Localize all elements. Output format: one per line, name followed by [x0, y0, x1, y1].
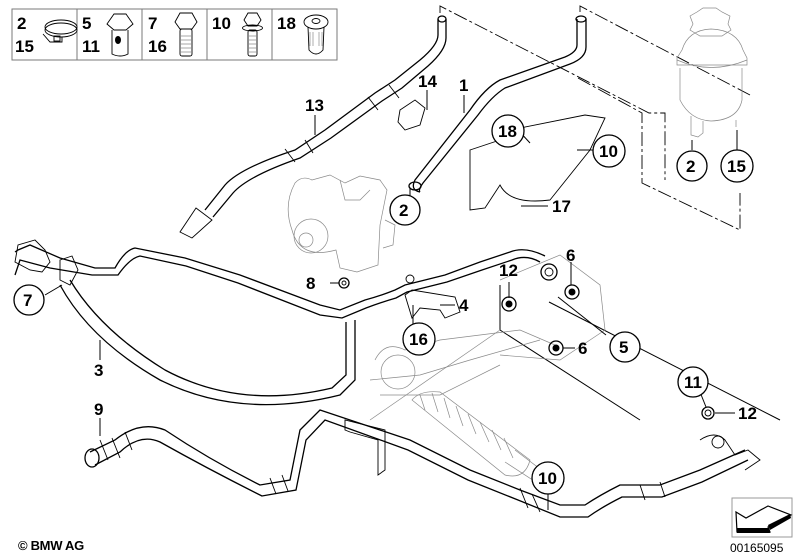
svg-text:4: 4: [459, 296, 469, 315]
hex-bolt-icon: [174, 12, 198, 57]
legend-label: 16: [148, 37, 167, 56]
callout-1[interactable]: 1: [459, 76, 468, 95]
callout-14[interactable]: 14: [418, 72, 437, 91]
hose-bracket: [344, 419, 386, 476]
power-steering-pump: [287, 174, 396, 273]
callout-9[interactable]: 9: [94, 400, 103, 419]
hose-1: [412, 19, 578, 193]
svg-text:7: 7: [23, 291, 32, 310]
svg-text:6: 6: [578, 339, 587, 358]
hose-13: [204, 19, 439, 211]
callout-5[interactable]: 5: [609, 331, 641, 363]
reference-lines: [369, 5, 781, 421]
arrow-direction-icon: [731, 497, 793, 538]
svg-text:5: 5: [619, 338, 628, 357]
svg-text:2: 2: [686, 157, 695, 176]
hose-clip-14: [397, 99, 426, 131]
callout-2-reservoir[interactable]: 2: [676, 150, 708, 182]
svg-text:14: 14: [418, 72, 437, 91]
svg-text:13: 13: [305, 96, 324, 115]
svg-text:8: 8: [306, 274, 315, 293]
flange-bolt-icon: [242, 12, 263, 57]
leader-lines: [44, 90, 738, 510]
callout-10-shield[interactable]: 10: [592, 134, 626, 168]
callout-7[interactable]: 7: [13, 284, 45, 316]
legend-label: 10: [212, 14, 231, 33]
callout-12-right[interactable]: 12: [738, 404, 757, 423]
legend-label: 11: [82, 37, 100, 56]
callout-8[interactable]: 8: [306, 274, 315, 293]
svg-text:1: 1: [459, 76, 468, 95]
fluid-reservoir: [676, 7, 748, 138]
pressure-line: [14, 244, 546, 311]
svg-text:6: 6: [566, 246, 575, 265]
hose-9: [89, 409, 746, 506]
fastener-legend: 2 15 5 11 7 16 10 18: [11, 8, 338, 61]
svg-text:18: 18: [498, 122, 517, 141]
callouts: 1 2 2 3 4 5 6 6 7 8 9 10 10 11 12 12 13 …: [13, 72, 757, 495]
copyright-text: © BMW AG: [18, 538, 84, 553]
svg-text:15: 15: [727, 157, 746, 176]
banjo-bolt-icon: [106, 13, 134, 57]
hose-clamp-icon: [42, 19, 78, 43]
callout-4[interactable]: 4: [459, 296, 469, 315]
legend-label: 5: [82, 14, 91, 33]
heat-shield-17: [469, 114, 606, 211]
callout-10-lower[interactable]: 10: [531, 461, 565, 495]
legend-label: 2: [17, 14, 26, 33]
svg-text:10: 10: [599, 142, 618, 161]
legend-label: 15: [15, 37, 34, 56]
callout-13[interactable]: 13: [305, 96, 324, 115]
socket-rivet-icon: [303, 14, 329, 55]
callout-17[interactable]: 17: [552, 197, 571, 216]
hoses: [14, 15, 761, 518]
callout-3[interactable]: 3: [94, 361, 103, 380]
legend-label: 18: [277, 14, 296, 33]
hose-3: [59, 284, 356, 406]
svg-text:11: 11: [684, 373, 702, 392]
image-number: 00165095: [730, 541, 784, 555]
svg-text:9: 9: [94, 400, 103, 419]
callout-6-upper[interactable]: 6: [566, 246, 575, 265]
callout-12-rack[interactable]: 12: [499, 261, 518, 280]
svg-text:12: 12: [738, 404, 757, 423]
callout-2-pump[interactable]: 2: [389, 194, 421, 226]
callout-11[interactable]: 11: [677, 366, 709, 398]
svg-text:16: 16: [409, 330, 428, 349]
svg-text:12: 12: [499, 261, 518, 280]
svg-text:17: 17: [552, 197, 571, 216]
callout-18[interactable]: 18: [491, 114, 525, 148]
callout-15[interactable]: 15: [720, 149, 754, 183]
bracket-4: [404, 289, 461, 319]
legend-label: 7: [148, 14, 157, 33]
svg-text:10: 10: [538, 469, 557, 488]
svg-text:2: 2: [399, 201, 408, 220]
callout-6-lower[interactable]: 6: [578, 339, 587, 358]
callout-16[interactable]: 16: [402, 322, 436, 356]
svg-text:3: 3: [94, 361, 103, 380]
